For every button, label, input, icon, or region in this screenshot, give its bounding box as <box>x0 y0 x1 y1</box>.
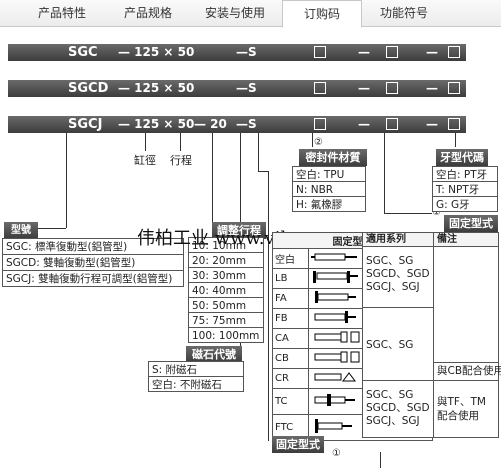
model-title: 型號 <box>4 222 38 239</box>
model-option: SGC: 標準復動型(鋁管型) <box>2 238 184 255</box>
leader-line <box>66 133 67 228</box>
leader-line <box>312 133 313 147</box>
tab-bar: 产品特性 产品规格 安装与使用 订购码 功能符号 <box>0 0 501 28</box>
seal-option: N: NBR <box>292 181 366 197</box>
code-magnet: —S <box>236 81 257 95</box>
code-dash: — <box>426 117 438 131</box>
thread-option: G: G牙 <box>432 196 498 212</box>
code-model: SGCJ <box>68 117 103 132</box>
seal-title: 密封件材質 <box>299 149 367 166</box>
tab-install[interactable]: 安装与使用 <box>204 6 265 20</box>
magnet-option: 空白: 不附磁石 <box>148 376 244 392</box>
leader-line <box>145 133 146 151</box>
adj-option: 50: 50mm <box>188 297 264 313</box>
magnet-option: S: 附磁石 <box>148 361 244 377</box>
code-slot <box>448 118 460 130</box>
mount-code: CR <box>272 368 309 389</box>
mount-code: FA <box>272 288 309 309</box>
magnet-title: 磁石代號 <box>186 346 242 363</box>
code-dash: — <box>426 81 438 95</box>
model-option: SGCJ: 雙軸復動行程可調型(鋁管型) <box>2 270 184 287</box>
mount-code: CA <box>272 328 309 349</box>
adj-option: 20: 20mm <box>188 252 264 268</box>
code-model: SGCD <box>68 81 109 96</box>
code-adj: — 20 <box>194 117 227 131</box>
marker-1: ① <box>432 207 441 218</box>
series-cell: SGC、SG SGCD、SGD SGCJ、SGJ <box>362 246 434 308</box>
mount-bottom-title: 固定型式 <box>272 436 324 453</box>
model-option: SGCD: 雙軸復動型(鋁管型) <box>2 254 184 271</box>
code-row-sgcj: SGCJ — 125 × 50 — 20 —S — — <box>8 116 466 133</box>
code-size: — 125 × 50 <box>118 45 195 59</box>
adj-option: 10: 10mm <box>188 237 264 253</box>
code-dash: — <box>358 45 370 59</box>
adj-title: 調整行程 <box>212 222 266 239</box>
leader-line <box>384 213 432 214</box>
mount-code: 空白 <box>272 248 309 269</box>
code-magnet: —S <box>236 45 257 59</box>
leader-line <box>258 171 268 172</box>
code-dash: — <box>358 117 370 131</box>
leader-line <box>455 133 456 147</box>
series-cell: SGC、SG SGCD、SGD SGCJ、SGJ <box>362 380 434 438</box>
thread-option: T: NPT牙 <box>432 181 498 197</box>
note-cell: 與TF、TM 配合使用 <box>433 380 499 438</box>
mount-code: CB <box>272 348 309 369</box>
code-slot <box>386 46 398 58</box>
stroke-label: 行程 <box>170 154 192 167</box>
bore-label: 缸徑 <box>134 154 156 167</box>
tab-features[interactable]: 产品特性 <box>37 6 86 20</box>
code-slot <box>314 46 326 58</box>
code-size: — 125 × 50 <box>118 81 195 95</box>
tab-specs[interactable]: 产品规格 <box>123 6 172 20</box>
adj-option: 100: 100mm <box>188 327 264 343</box>
code-size: — 125 × 50 <box>118 117 195 131</box>
code-magnet: —S <box>236 117 257 131</box>
adj-option: 75: 75mm <box>188 312 264 328</box>
code-slot <box>386 118 398 130</box>
series-cell: SGC、SG <box>362 307 434 381</box>
adj-option: 40: 40mm <box>188 282 264 298</box>
mount-title: 固定型式 <box>444 215 498 232</box>
seal-option: H: 氟橡膠 <box>292 196 366 212</box>
code-slot <box>448 82 460 94</box>
leader-line <box>212 133 213 225</box>
code-row-sgcd: SGCD — 125 × 50 —S — — <box>8 80 466 97</box>
code-slot <box>386 82 398 94</box>
leader-line <box>384 133 385 213</box>
mount-code: FB <box>272 308 309 329</box>
adj-option: 30: 30mm <box>188 267 264 283</box>
code-model: SGC <box>68 45 98 60</box>
note-cell <box>433 246 499 363</box>
code-dash: — <box>426 45 438 59</box>
note-header: 備注 <box>433 232 499 247</box>
series-header: 適用系列 <box>362 232 434 247</box>
code-slot <box>314 82 326 94</box>
thread-option: 空白: PT牙 <box>432 166 498 182</box>
mount-code: TC <box>272 388 309 415</box>
mount-code: LB <box>272 268 309 289</box>
seal-option: 空白: TPU <box>292 166 366 182</box>
note-cell: 與CB配合使用 <box>433 362 501 381</box>
marker-1: ① <box>332 448 341 459</box>
leader-line <box>258 133 259 171</box>
leader-line <box>380 452 381 468</box>
code-row-sgc: SGC — 125 × 50 —S — — <box>8 44 466 61</box>
marker-2: ② <box>314 137 323 148</box>
thread-title: 牙型代碼 <box>436 149 488 166</box>
code-slot <box>314 118 326 130</box>
tab-order-code[interactable]: 订购码 <box>282 0 362 28</box>
leader-line <box>180 133 181 151</box>
leader-line <box>268 171 269 441</box>
code-slot <box>448 46 460 58</box>
tab-symbols[interactable]: 功能符号 <box>379 6 428 20</box>
code-dash: — <box>358 81 370 95</box>
